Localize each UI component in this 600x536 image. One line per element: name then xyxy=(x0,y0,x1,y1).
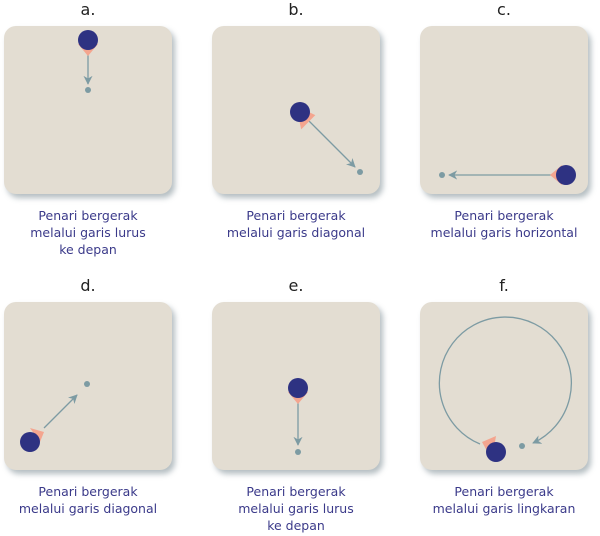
caption: Penari bergerak melalui garis lurus ke dep… xyxy=(0,207,192,258)
panel-letter: c. xyxy=(497,0,511,19)
movement-diagram xyxy=(4,26,172,194)
caption-line: ke depan xyxy=(267,518,325,533)
caption-line: Penari bergerak xyxy=(246,208,346,223)
caption-line: Penari bergerak xyxy=(38,484,138,499)
caption-line: melalui garis lurus xyxy=(238,501,354,516)
panel-letter: b. xyxy=(288,0,304,19)
caption-line: ke depan xyxy=(59,242,117,257)
dancer-icon xyxy=(20,432,40,452)
dancer-icon xyxy=(556,165,576,185)
panel-letter: d. xyxy=(80,276,96,295)
caption: Penari bergerak melalui garis diagonal xyxy=(0,483,192,517)
end-point xyxy=(295,449,301,455)
end-point xyxy=(84,381,90,387)
dancer-icon xyxy=(290,102,310,122)
path-arrow xyxy=(43,394,78,429)
panel-letter: e. xyxy=(288,276,304,295)
panel-a: a. Penari bergerak melalui garis lurus ke … xyxy=(4,0,172,257)
caption-line: melalui garis lingkaran xyxy=(432,501,576,516)
panel-letter: f. xyxy=(499,276,509,295)
caption-line: Penari bergerak xyxy=(38,208,138,223)
end-point xyxy=(439,172,445,178)
caption-line: melalui garis horizontal xyxy=(430,225,578,240)
caption-line: melalui garis lurus xyxy=(30,225,146,240)
panel-d: d. Penari bergerak melalui garis diagonal xyxy=(4,276,172,516)
end-point xyxy=(357,169,363,175)
movement-diagram xyxy=(212,302,380,470)
dancer-icon xyxy=(78,30,98,50)
end-point xyxy=(519,443,525,449)
circle-path-arrow xyxy=(438,316,572,445)
panel-letter: a. xyxy=(80,0,96,19)
dancer-icon xyxy=(486,442,506,462)
caption-line: melalui garis diagonal xyxy=(18,501,158,516)
movement-diagram xyxy=(420,302,588,470)
panel-c: c. Penari bergerak melalui garis horizont… xyxy=(420,0,588,240)
caption: Penari bergerak melalui garis horizontal xyxy=(400,207,600,241)
panel-e: e. Penari bergerak melalui garis lurus ke … xyxy=(212,276,380,533)
caption-line: Penari bergerak xyxy=(454,208,554,223)
caption-line: melalui garis diagonal xyxy=(226,225,366,240)
panel-b: b. Penari bergerak melalui garis diagonal xyxy=(212,0,380,240)
movement-diagram xyxy=(212,26,380,194)
caption: Penari bergerak melalui garis diagonal xyxy=(192,207,400,241)
panel-f: f. Penari bergerak melalui garis lingkara… xyxy=(420,276,588,516)
path-arrow xyxy=(307,119,356,168)
caption: Penari bergerak melalui garis lingkaran xyxy=(400,483,600,517)
caption: Penari bergerak melalui garis lurus ke dep… xyxy=(192,483,400,534)
caption-line: Penari bergerak xyxy=(454,484,554,499)
movement-diagram xyxy=(4,302,172,470)
end-point xyxy=(85,87,91,93)
caption-line: Penari bergerak xyxy=(246,484,346,499)
movement-diagram xyxy=(420,26,588,194)
dancer-icon xyxy=(288,378,308,398)
